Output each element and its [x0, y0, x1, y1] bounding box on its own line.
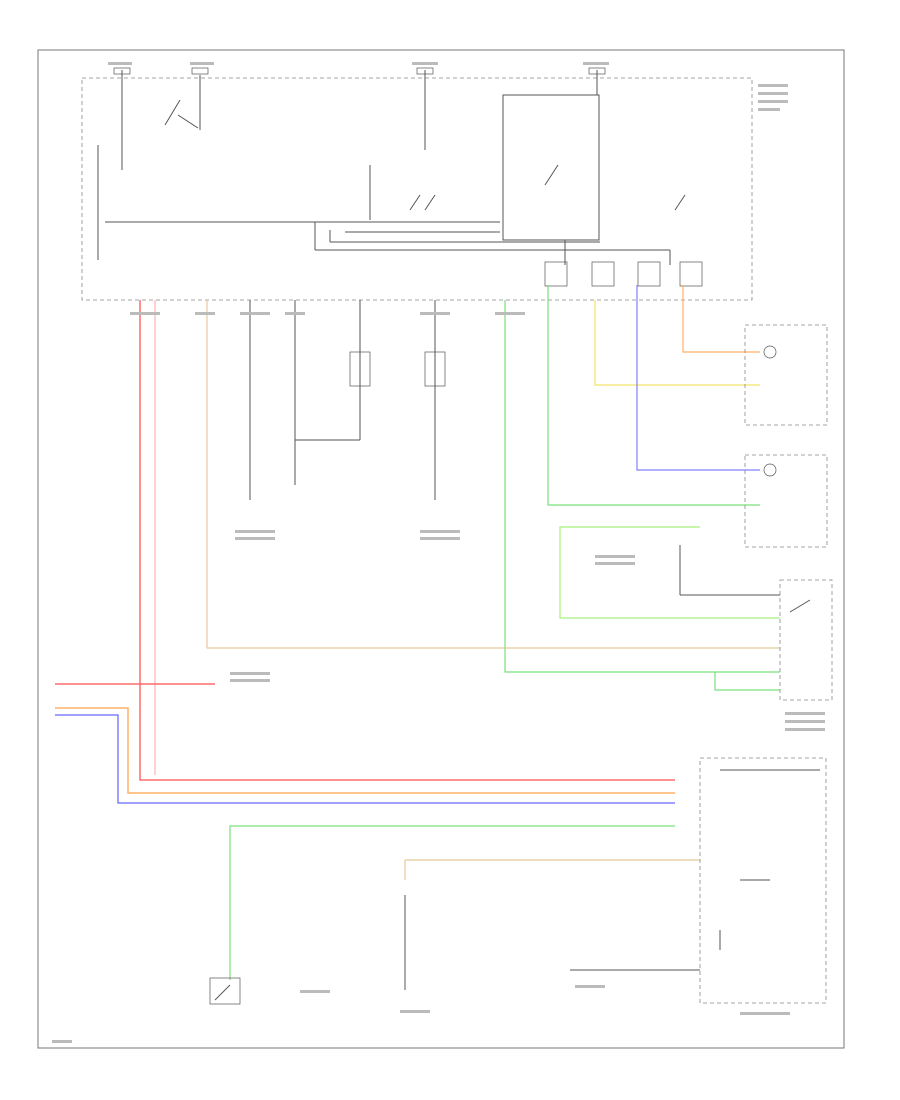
label-marks [52, 62, 825, 1043]
wire-green-4 [229, 825, 675, 980]
relay-box [502, 94, 600, 241]
right-components [570, 324, 833, 1004]
wire-green-3 [714, 672, 780, 691]
bottom-left-sensor [209, 977, 241, 1005]
wire-lightgreen [559, 526, 780, 619]
wire-green-1 [504, 300, 780, 673]
wire-yellow [594, 300, 760, 386]
wire-red [139, 300, 675, 781]
colored-wires [55, 285, 780, 990]
wire-green-2 [547, 285, 760, 506]
wire-blue [636, 285, 760, 471]
top-feeds [113, 67, 606, 170]
relay-coils [544, 261, 703, 287]
wire-tan [206, 300, 780, 649]
wire-orange [55, 707, 675, 794]
control-unit-box [81, 77, 753, 301]
wire-blue-2 [55, 714, 675, 804]
internal-switches [164, 99, 686, 220]
wire-orange-top [682, 285, 760, 353]
wire-tan-2 [404, 859, 700, 880]
diagram-frame [37, 49, 845, 1049]
internal-bus [97, 145, 671, 265]
connector-wires [249, 300, 446, 500]
